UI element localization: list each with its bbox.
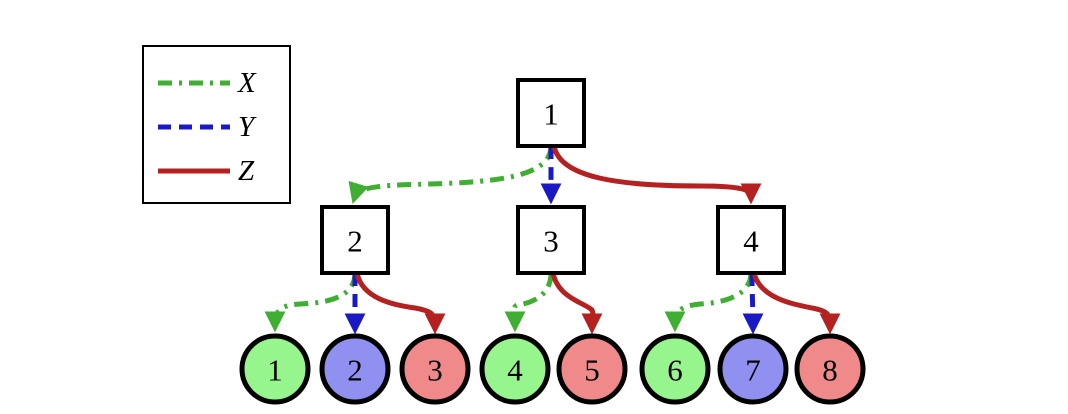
square-nodes-layer: 1 2 3 4 [320, 78, 786, 275]
leaf-node-label: 5 [584, 353, 600, 388]
leaf-node-4[interactable]: 4 [479, 333, 551, 405]
leaf-node-label: 2 [347, 353, 363, 388]
leaf-node-6[interactable]: 6 [639, 333, 711, 405]
edge-y-n4-to-l7 [742, 272, 764, 335]
leaf-node-shape-purple [319, 333, 391, 405]
leaf-node-1[interactable]: 1 [239, 333, 311, 405]
square-node-label: 1 [543, 97, 559, 132]
leaf-node-7[interactable]: 7 [717, 333, 789, 405]
leaf-node-3[interactable]: 3 [399, 333, 471, 405]
square-node-1[interactable]: 1 [516, 78, 586, 148]
leaf-node-2[interactable]: 2 [319, 333, 391, 405]
leaf-node-label: 8 [822, 353, 838, 388]
edge-x-root-to-n2 [348, 145, 554, 205]
square-node-shape [516, 205, 586, 275]
edge-z-n3-to-l5 [550, 272, 603, 335]
edge-x-n2-to-l1 [264, 272, 358, 333]
leaf-node-shape-green [479, 333, 551, 405]
edge-z-n4-to-l8 [751, 272, 841, 335]
leaf-node-label: 4 [507, 353, 523, 388]
legend-item-z[interactable]: Z [158, 155, 255, 187]
legend-label-z: Z [238, 155, 255, 187]
leaf-node-shape-red [399, 333, 471, 405]
leaf-node-shape-red [556, 333, 628, 405]
square-node-label: 4 [743, 224, 759, 259]
edges-layer [264, 145, 841, 335]
square-node-label: 2 [347, 224, 363, 259]
legend-label-y: Y [238, 111, 257, 143]
leaf-node-label: 6 [667, 353, 683, 388]
edge-x-n3-to-l4 [504, 272, 554, 333]
leaf-node-5[interactable]: 5 [556, 333, 628, 405]
legend: XYZ [142, 45, 291, 204]
leaf-node-shape-green [639, 333, 711, 405]
legend-label-x: X [237, 67, 257, 99]
leaf-node-shape-green [239, 333, 311, 405]
legend-item-x[interactable]: X [158, 67, 257, 99]
square-node-4[interactable]: 4 [716, 205, 786, 275]
leaf-node-label: 1 [267, 353, 283, 388]
leaf-node-shape-purple [717, 333, 789, 405]
edge-x-n4-to-l6 [664, 272, 754, 333]
edge-z-root-to-n4 [551, 145, 762, 205]
leaf-node-shape-red [794, 333, 866, 405]
leaf-node-label: 7 [745, 353, 761, 388]
square-node-3[interactable]: 3 [516, 205, 586, 275]
edge-z-n2-to-l3 [354, 272, 446, 335]
square-node-shape [716, 205, 786, 275]
square-node-shape [516, 78, 586, 148]
leaf-node-8[interactable]: 8 [794, 333, 866, 405]
leaf-node-label: 3 [427, 353, 443, 388]
legend-item-y[interactable]: Y [158, 111, 257, 143]
square-node-shape [320, 205, 390, 275]
square-node-2[interactable]: 2 [320, 205, 390, 275]
leaf-nodes-layer: 1 2 3 4 5 6 7 8 [239, 333, 866, 405]
square-node-label: 3 [543, 224, 559, 259]
